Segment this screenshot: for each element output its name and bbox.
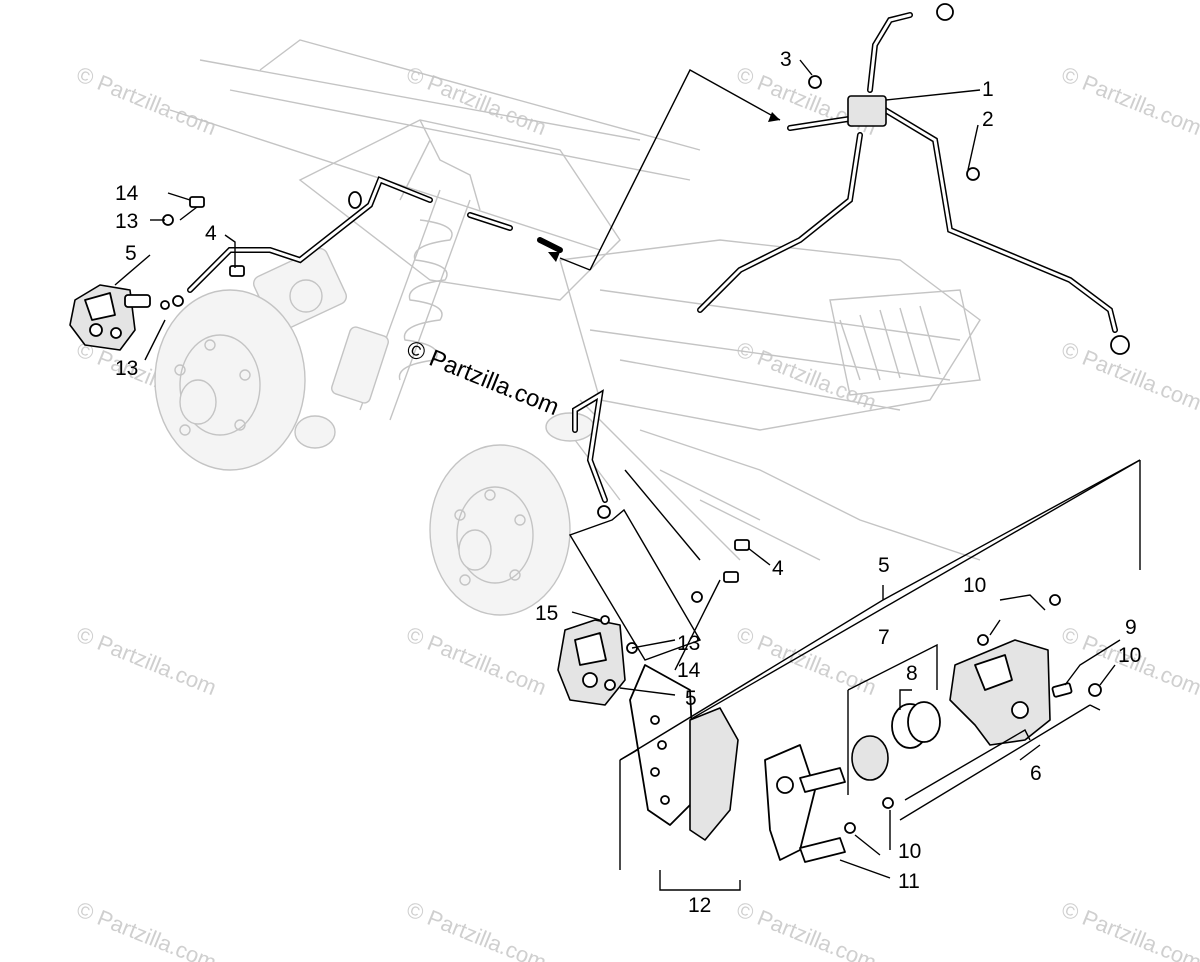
callout-14a: 14 [115, 182, 139, 205]
watermark-text: © Partzilla.com [403, 896, 550, 962]
piston-seal-inner [907, 701, 941, 743]
caliper-bracket [764, 744, 816, 861]
center-watermark: © Partzilla.com [403, 336, 563, 422]
callout-13c: 13 [677, 632, 700, 655]
callout-5c: 5 [878, 554, 890, 577]
brake-hose-system [187, 3, 1130, 503]
callout-11: 11 [898, 870, 920, 893]
watermark-layer: © Partzilla.com © Partzilla.com © Partzi… [73, 61, 1200, 962]
watermark-text: © Partzilla.com [73, 61, 220, 140]
callout-4a: 4 [205, 222, 217, 245]
banjo-eyelet-right [1110, 335, 1130, 355]
watermark-text: © Partzilla.com [403, 621, 550, 700]
callout-7: 7 [878, 626, 890, 649]
callout-15: 15 [535, 602, 558, 625]
callout-10b: 10 [1118, 644, 1141, 667]
slide-pin-lower [799, 837, 846, 863]
watermark-text: © Partzilla.com [733, 621, 880, 700]
callout-labels: 3 1 2 14 13 4 5 13 4 5 15 13 14 5 10 7 8… [115, 48, 1141, 917]
exploded-caliper-detail [619, 459, 1141, 891]
callout-5b: 5 [685, 687, 697, 710]
engine-grille [829, 289, 981, 396]
watermark-text: © Partzilla.com [733, 896, 880, 962]
left-caliper-assembly [69, 196, 245, 351]
nut-3 [808, 75, 822, 89]
shock-absorber [331, 189, 471, 421]
callout-5a: 5 [125, 242, 137, 265]
watermark-text: © Partzilla.com [1058, 61, 1200, 140]
callout-13b: 13 [115, 357, 138, 380]
callout-2: 2 [982, 108, 994, 131]
watermark-text: © Partzilla.com [73, 896, 220, 962]
brake-pad-inner [689, 707, 739, 841]
banjo-eyelet-top [936, 3, 954, 21]
callout-3: 3 [780, 48, 792, 71]
right-caliper-assembly [557, 469, 750, 706]
callout-12: 12 [688, 894, 711, 917]
right-wheel-hub [429, 444, 571, 616]
leader-lines [114, 59, 1141, 879]
bolt-2 [966, 167, 980, 181]
callout-10a: 10 [963, 574, 986, 597]
vehicle-frame-background [154, 39, 981, 616]
slide-pin-upper [799, 767, 846, 793]
callout-8: 8 [906, 662, 918, 685]
bleeder-screw [1051, 682, 1073, 698]
distribution-block [847, 95, 887, 127]
watermark-text: © Partzilla.com [73, 621, 220, 700]
callout-14b: 14 [677, 659, 701, 682]
callout-1: 1 [982, 78, 994, 101]
piston [851, 735, 889, 781]
hose-clip [348, 191, 362, 209]
banjo-bolt [597, 505, 611, 519]
callout-9: 9 [1125, 616, 1137, 639]
callout-6: 6 [1030, 762, 1042, 785]
watermark-text: © Partzilla.com [1058, 896, 1200, 962]
callout-13a: 13 [115, 210, 138, 233]
callout-10c: 10 [898, 840, 921, 863]
routing-arrows [548, 69, 781, 271]
callout-4b: 4 [772, 557, 784, 580]
left-wheel-hub [154, 289, 306, 471]
